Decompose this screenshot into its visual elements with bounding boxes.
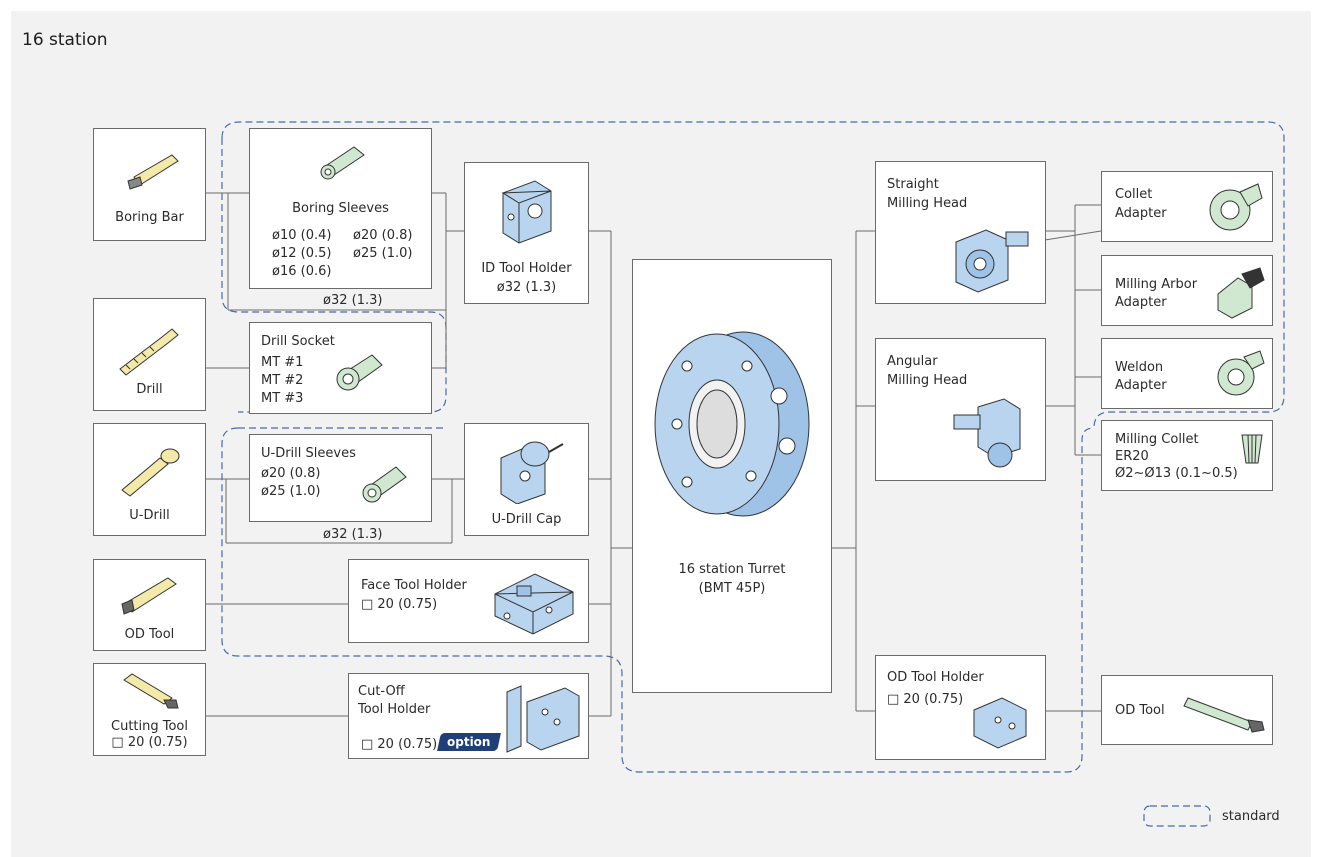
- milling-collet-box: Milling Collet ER20 Ø2~Ø13 (0.1~0.5): [1101, 420, 1273, 491]
- angular-milling-head-icon: [953, 398, 1021, 468]
- od-tool-holder-title: OD Tool Holder: [887, 670, 984, 685]
- drill-socket-size-3: MT #3: [261, 391, 304, 406]
- turret-box: 16 station Turret (BMT 45P): [632, 259, 832, 693]
- collet-adapter-box: Collet Adapter: [1101, 171, 1273, 242]
- collet-adapter-line-1: Collet: [1115, 187, 1153, 202]
- milling-arbor-adapter-line-1: Milling Arbor: [1115, 277, 1198, 292]
- weldon-adapter-icon: [1217, 350, 1265, 396]
- drill-socket-icon: [336, 354, 383, 391]
- u-drill-icon: [121, 448, 180, 497]
- angular-milling-head-line-2: Milling Head: [887, 373, 968, 388]
- cutting-tool-box: Cutting Tool □ 20 (0.75): [93, 663, 206, 756]
- id-tool-holder-box: ID Tool Holder ø32 (1.3): [464, 162, 589, 304]
- id-tool-holder-title: ID Tool Holder: [481, 261, 572, 276]
- turret-label-line-2: (BMT 45P): [698, 581, 766, 596]
- standard-region-top-left: [221, 138, 447, 413]
- u-drill-sleeves-box: U-Drill Sleeves ø20 (0.8) ø25 (1.0): [249, 434, 432, 522]
- straight-milling-head-icon: [955, 229, 1029, 293]
- boring-bar-label: Boring Bar: [115, 210, 184, 225]
- weldon-adapter-box: Weldon Adapter: [1101, 338, 1273, 409]
- boring-bar-box: Boring Bar: [93, 128, 206, 241]
- od-tool-holder-icon: [973, 697, 1027, 749]
- weldon-adapter-line-2: Adapter: [1115, 378, 1167, 393]
- od-tool-holder-size: □ 20 (0.75): [887, 692, 964, 707]
- cut-off-holder-icon: [506, 685, 580, 753]
- cut-off-holder-size: □ 20 (0.75): [361, 737, 438, 752]
- milling-arbor-adapter-line-2: Adapter: [1115, 295, 1167, 310]
- milling-collet-line-1: Milling Collet: [1115, 432, 1199, 447]
- straight-milling-head-line-2: Milling Head: [887, 196, 968, 211]
- face-tool-holder-icon: [494, 573, 574, 635]
- boring-sleeve-icon: [320, 146, 365, 180]
- cut-off-holder-title-1: Cut-Off: [358, 684, 405, 699]
- face-tool-holder-size: □ 20 (0.75): [361, 597, 438, 612]
- option-badge: option: [437, 733, 501, 751]
- boring-sleeve-size-1: ø10 (0.4): [272, 228, 332, 243]
- drill-box: Drill: [93, 298, 206, 411]
- drill-socket-size-1: MT #1: [261, 355, 304, 370]
- face-tool-holder-box: Face Tool Holder □ 20 (0.75): [348, 559, 589, 643]
- legend-label: standard: [1222, 809, 1280, 824]
- angular-milling-head-line-1: Angular: [887, 354, 938, 369]
- boring-sleeves-box: Boring Sleeves ø10 (0.4) ø20 (0.8) ø12 (…: [249, 128, 432, 289]
- angular-milling-head-box: Angular Milling Head: [875, 338, 1046, 481]
- milling-arbor-adapter-box: Milling Arbor Adapter: [1101, 255, 1273, 326]
- boring-sleeves-bottom-size: ø32 (1.3): [323, 293, 383, 308]
- od-tool-right-icon: [1183, 697, 1265, 733]
- standard-region-lower: [221, 427, 1095, 773]
- collet-adapter-line-2: Adapter: [1115, 206, 1167, 221]
- boring-sleeve-size-5: ø16 (0.6): [272, 264, 332, 279]
- option-badge-label: option: [447, 735, 491, 749]
- u-drill-label: U-Drill: [129, 508, 170, 523]
- legend-dashed-swatch: [1143, 805, 1211, 827]
- u-drill-sleeves-bottom-size: ø32 (1.3): [323, 527, 383, 542]
- straight-milling-head-line-1: Straight: [887, 177, 939, 192]
- u-drill-sleeve-icon: [362, 466, 407, 503]
- od-tool-left-box: OD Tool: [93, 559, 206, 651]
- weldon-adapter-line-1: Weldon: [1115, 360, 1164, 375]
- od-tool-right-label: OD Tool: [1115, 703, 1165, 718]
- id-tool-holder-icon: [501, 180, 552, 244]
- id-tool-holder-size: ø32 (1.3): [496, 280, 557, 295]
- u-drill-cap-label: U-Drill Cap: [491, 512, 562, 527]
- u-drill-sleeves-title: U-Drill Sleeves: [261, 446, 356, 461]
- od-tool-holder-box: OD Tool Holder □ 20 (0.75): [875, 655, 1046, 760]
- u-drill-cap-box: U-Drill Cap: [464, 423, 589, 536]
- drill-socket-size-2: MT #2: [261, 373, 304, 388]
- cutting-tool-label: Cutting Tool: [111, 719, 188, 734]
- turret-label-line-1: 16 station Turret: [678, 562, 786, 577]
- drill-socket-box: Drill Socket MT #1 MT #2 MT #3: [249, 322, 432, 414]
- diagram-title: 16 station: [22, 30, 108, 50]
- drill-socket-title: Drill Socket: [261, 334, 335, 349]
- boring-bar-icon: [127, 154, 179, 190]
- milling-collet-icon: [1241, 434, 1263, 464]
- cut-off-holder-title-2: Tool Holder: [358, 702, 431, 717]
- milling-collet-line-2: ER20: [1115, 449, 1149, 464]
- face-tool-holder-title: Face Tool Holder: [361, 578, 467, 593]
- boring-sleeve-size-3: ø12 (0.5): [272, 246, 332, 261]
- boring-sleeves-title: Boring Sleeves: [292, 201, 389, 216]
- u-drill-sleeve-size-2: ø25 (1.0): [261, 484, 321, 499]
- u-drill-sleeve-size-1: ø20 (0.8): [261, 466, 321, 481]
- u-drill-cap-icon: [500, 441, 564, 504]
- milling-collet-line-3: Ø2~Ø13 (0.1~0.5): [1115, 466, 1238, 481]
- straight-milling-head-box: Straight Milling Head: [875, 161, 1046, 304]
- milling-arbor-adapter-icon: [1217, 267, 1265, 319]
- turret-icon: [654, 331, 810, 517]
- od-tool-left-label: OD Tool: [124, 627, 175, 642]
- od-tool-left-icon: [121, 577, 177, 615]
- drill-icon: [119, 328, 179, 376]
- od-tool-right-box: OD Tool: [1101, 675, 1273, 745]
- boring-sleeve-size-4: ø25 (1.0): [353, 246, 413, 261]
- boring-sleeve-size-2: ø20 (0.8): [353, 228, 413, 243]
- cutting-tool-size: □ 20 (0.75): [111, 735, 188, 750]
- cutting-tool-icon: [123, 673, 179, 709]
- standard-region-upper: [221, 121, 1285, 429]
- u-drill-box: U-Drill: [93, 423, 206, 536]
- drill-label: Drill: [136, 382, 163, 397]
- collet-adapter-icon: [1209, 183, 1263, 231]
